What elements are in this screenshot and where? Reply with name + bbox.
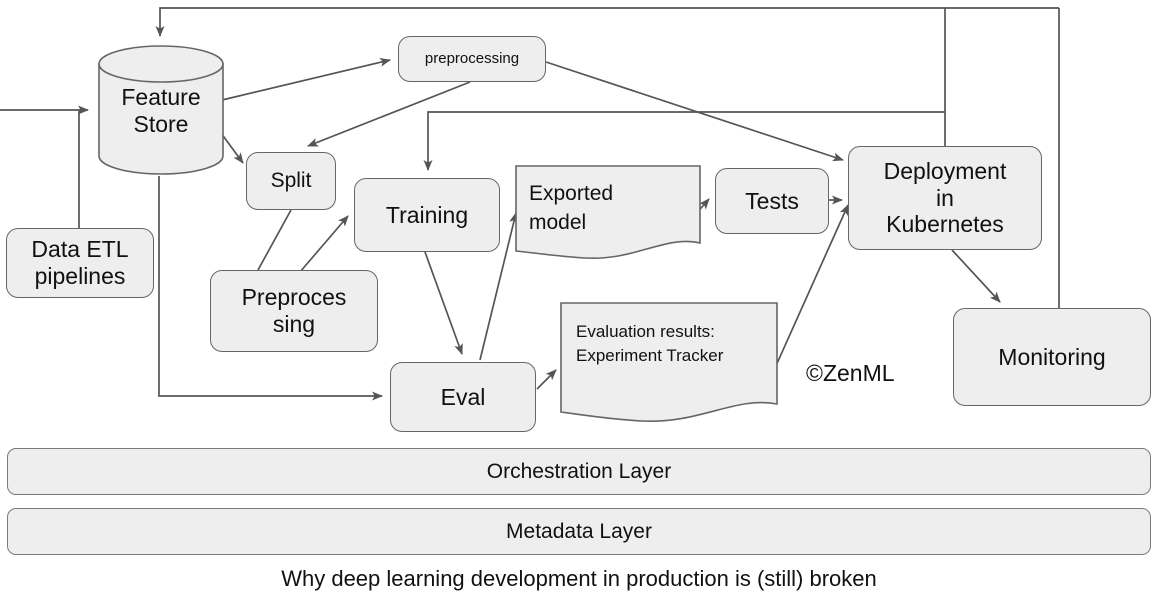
node-preprocessing-top[interactable]: preprocessing: [398, 36, 546, 82]
node-training[interactable]: Training: [354, 178, 500, 252]
edge-feedback-top-to-feature-store: [155, 7, 1059, 37]
node-data-etl-pipelines[interactable]: Data ETL pipelines: [6, 228, 154, 298]
node-deployment-kubernetes-label: Deployment in Kubernetes: [883, 157, 1007, 238]
edge-preprocessing-top-to-split: [307, 81, 471, 147]
edge-training-to-eval: [424, 251, 463, 355]
node-feature-store[interactable]: Feature Store: [97, 44, 225, 176]
node-exported-model[interactable]: Exported model: [515, 165, 701, 261]
diagram-caption: Why deep learning development in product…: [281, 566, 877, 591]
node-eval[interactable]: Eval: [390, 362, 536, 432]
node-eval-label: Eval: [440, 383, 486, 410]
edge-preprocessing-to-training: [299, 215, 349, 273]
orchestration-layer-bar[interactable]: Orchestration Layer: [7, 448, 1151, 495]
metadata-layer-bar[interactable]: Metadata Layer: [7, 508, 1151, 555]
node-preprocessing-top-label: preprocessing: [424, 50, 520, 68]
node-eval-results-label: Evaluation results: Experiment Tracker: [576, 322, 724, 365]
node-training-label: Training: [385, 201, 469, 228]
edge-deployment-to-monitoring: [951, 249, 1001, 303]
zenml-watermark: ©ZenML: [806, 360, 895, 386]
metadata-layer-label: Metadata Layer: [506, 519, 652, 543]
edge-eval-to-eval-results: [536, 369, 557, 390]
node-deployment-kubernetes[interactable]: Deployment in Kubernetes: [848, 146, 1042, 250]
node-feature-store-label: Feature Store: [121, 84, 201, 137]
edge-split-to-preprocessing: [257, 209, 292, 271]
node-preprocessing-label: Preproces sing: [241, 284, 347, 337]
node-data-etl-pipelines-label: Data ETL pipelines: [31, 236, 129, 289]
node-monitoring-label: Monitoring: [998, 343, 1106, 370]
edge-feature-store-to-preprocessing-top: [221, 57, 391, 101]
orchestration-layer-label: Orchestration Layer: [486, 459, 672, 483]
node-tests-label: Tests: [745, 187, 799, 214]
node-split-label: Split: [270, 168, 312, 192]
node-monitoring[interactable]: Monitoring: [953, 308, 1151, 406]
edge-preprocessing-top-to-deployment: [545, 61, 844, 162]
node-split[interactable]: Split: [246, 152, 336, 210]
node-exported-model-label: Exported model: [529, 182, 614, 235]
node-eval-results[interactable]: Evaluation results: Experiment Tracker: [560, 302, 778, 424]
node-tests[interactable]: Tests: [715, 168, 829, 234]
node-preprocessing[interactable]: Preproces sing: [210, 270, 378, 352]
